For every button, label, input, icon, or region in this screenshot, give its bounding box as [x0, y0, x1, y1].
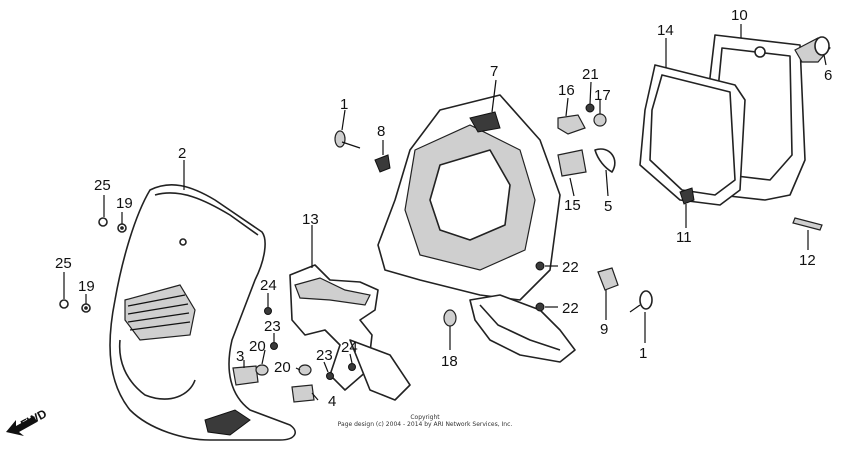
callout-19: 19 [116, 195, 133, 212]
copyright-notice: Page design (c) 2004 - 2014 by ARI Netwo… [337, 421, 513, 428]
callout-13: 13 [302, 211, 319, 228]
callout-20: 20 [249, 338, 266, 355]
screw-part-22a[interactable] [535, 261, 545, 271]
callout-labels: 1 1 2 3 4 5 6 7 8 9 10 11 12 13 14 15 16… [55, 7, 832, 410]
washer-part-19b[interactable] [81, 303, 91, 313]
callout-20: 20 [274, 359, 291, 376]
callout-22: 22 [562, 259, 579, 276]
callout-15: 15 [564, 197, 581, 214]
callout-21: 21 [582, 66, 599, 83]
callout-3: 3 [236, 348, 244, 365]
screw-part-23a[interactable] [270, 342, 278, 350]
callout-24: 24 [260, 277, 277, 294]
callout-25: 25 [94, 177, 111, 194]
callout-24: 24 [341, 339, 358, 356]
callout-22: 22 [562, 300, 579, 317]
callout-12: 12 [799, 252, 816, 269]
callout-23: 23 [264, 318, 281, 335]
callout-9: 9 [600, 321, 608, 338]
grommet-part-20b[interactable] [298, 364, 312, 376]
callout-11: 11 [676, 229, 692, 246]
bracket-part-4[interactable] [291, 384, 315, 403]
nut-part-21[interactable] [585, 103, 595, 113]
callout-1: 1 [639, 345, 647, 362]
screw-part-24a[interactable] [264, 307, 272, 315]
leader-lines [63, 24, 827, 401]
frame-seal-part[interactable] [639, 64, 746, 206]
spring-clip-part-5[interactable] [594, 148, 616, 173]
nut-part-17[interactable] [593, 113, 607, 127]
callout-1: 1 [340, 96, 348, 113]
callout-17: 17 [594, 87, 611, 104]
forward-arrow-icon [6, 416, 37, 436]
callout-18: 18 [441, 353, 458, 370]
bracket-part-16[interactable] [557, 114, 586, 135]
clip-part[interactable] [374, 154, 391, 173]
bracket-part-3[interactable] [232, 365, 259, 386]
clip-part-11[interactable] [679, 187, 695, 205]
inner-bracket-part[interactable] [289, 264, 411, 401]
bolt-part[interactable] [334, 130, 361, 149]
callout-19: 19 [78, 278, 95, 295]
callout-8: 8 [377, 123, 385, 140]
callout-6: 6 [824, 67, 832, 84]
callout-5: 5 [604, 198, 612, 215]
grommet-part-18[interactable] [443, 309, 457, 327]
copyright-title: Copyright [410, 414, 440, 421]
callout-10: 10 [731, 7, 748, 24]
bracket-part-9[interactable] [597, 267, 619, 291]
inner-panel-part[interactable] [377, 94, 576, 363]
nut-part-25b[interactable] [59, 299, 69, 309]
callout-16: 16 [558, 82, 575, 99]
screw-part-22b[interactable] [535, 302, 545, 312]
callout-23: 23 [316, 347, 333, 364]
callout-2: 2 [178, 145, 186, 162]
front-cover-part[interactable] [109, 184, 296, 441]
screw-part-23b[interactable] [326, 372, 334, 380]
grommet-part-20a[interactable] [255, 364, 269, 376]
callout-4: 4 [328, 393, 336, 410]
callout-7: 7 [490, 63, 498, 80]
nut-part-25a[interactable] [98, 217, 108, 227]
callout-25: 25 [55, 255, 72, 272]
callout-14: 14 [657, 22, 674, 39]
bolt-part-1b[interactable] [629, 290, 653, 313]
screw-part-24b[interactable] [348, 363, 356, 371]
rod-part-12[interactable] [792, 217, 823, 231]
label-part-15[interactable] [557, 149, 587, 177]
washer-part-19a[interactable] [117, 223, 127, 233]
